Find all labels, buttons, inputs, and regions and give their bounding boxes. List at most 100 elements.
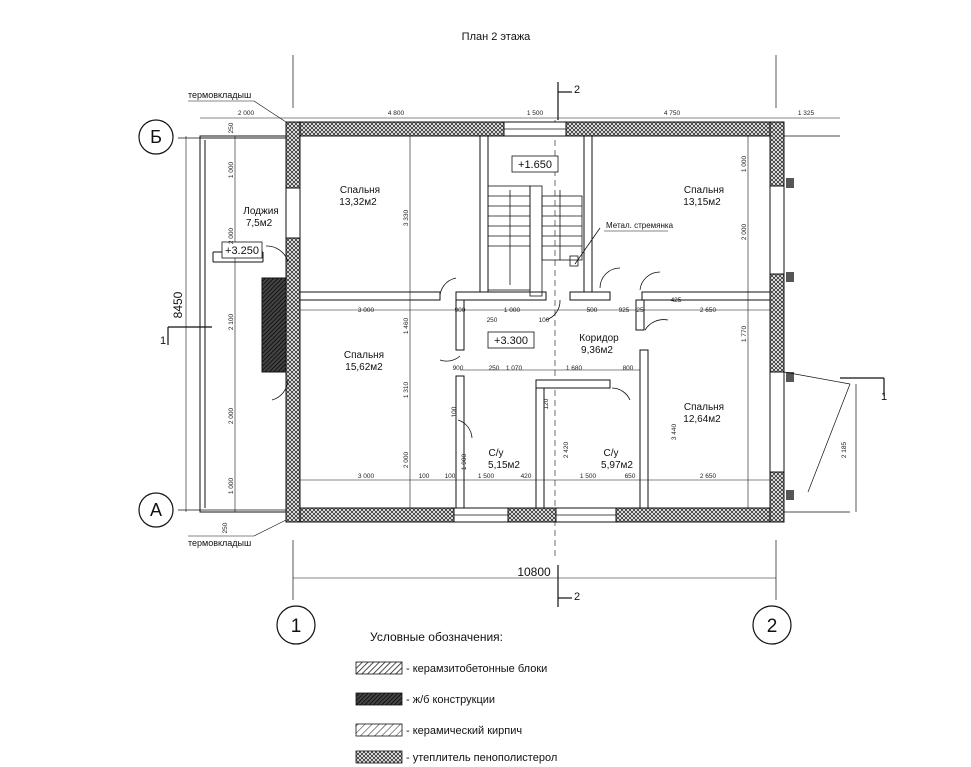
svg-text:2 000: 2 000 bbox=[741, 223, 748, 240]
svg-text:3 000: 3 000 bbox=[358, 473, 375, 480]
svg-text:- керамзитобетонные блоки: - керамзитобетонные блоки bbox=[406, 663, 547, 675]
svg-text:Б: Б bbox=[150, 127, 162, 147]
svg-text:1 900: 1 900 bbox=[461, 453, 468, 470]
svg-text:425: 425 bbox=[671, 297, 682, 304]
svg-text:А: А bbox=[150, 500, 162, 520]
legend-item-ceramic-brick: - керамический кирпич bbox=[355, 723, 522, 737]
loggia-canopy-lines bbox=[783, 135, 857, 513]
right-vertical-dims: 1 000 2 000 1 770 3 440 2 185 bbox=[671, 155, 848, 458]
svg-text:2: 2 bbox=[767, 616, 778, 637]
section-1-left-label: 1 bbox=[160, 335, 166, 347]
overall-width-dim: 10800 bbox=[517, 565, 551, 579]
room-corridor: Коридор 9,36м2 bbox=[579, 333, 619, 356]
svg-text:2 185: 2 185 bbox=[841, 441, 848, 458]
thermo-insert-bottom-label: термовкладыш bbox=[188, 538, 251, 548]
svg-text:3 000: 3 000 bbox=[358, 307, 375, 314]
svg-text:650: 650 bbox=[625, 473, 636, 480]
section-1-right-label: 1 bbox=[881, 391, 887, 403]
svg-text:+3.300: +3.300 bbox=[494, 335, 528, 347]
middle-vertical-dims: 3 330 1 460 1 310 2 000 100 1 900 120 2 … bbox=[403, 209, 570, 470]
svg-text:1 460: 1 460 bbox=[403, 317, 410, 334]
svg-text:5,97м2: 5,97м2 bbox=[601, 460, 633, 471]
svg-text:13,15м2: 13,15м2 bbox=[683, 197, 721, 208]
svg-text:1 310: 1 310 bbox=[403, 381, 410, 398]
level-corridor: +3.300 bbox=[487, 331, 535, 349]
svg-text:2 650: 2 650 bbox=[700, 307, 717, 314]
svg-text:900: 900 bbox=[453, 365, 464, 372]
svg-text:25: 25 bbox=[636, 307, 644, 314]
svg-text:С/у: С/у bbox=[604, 448, 619, 459]
axis-bubble-1: 1 bbox=[276, 605, 316, 645]
svg-text:1 070: 1 070 bbox=[506, 365, 523, 372]
svg-text:900: 900 bbox=[455, 307, 466, 314]
svg-text:- ж/б конструкции: - ж/б конструкции bbox=[406, 694, 495, 706]
svg-text:250: 250 bbox=[228, 122, 235, 133]
svg-text:2 000: 2 000 bbox=[403, 451, 410, 468]
svg-text:15,62м2: 15,62м2 bbox=[345, 362, 383, 373]
svg-text:100: 100 bbox=[451, 406, 458, 417]
room-loggia: Лоджия 7,5м2 bbox=[243, 206, 278, 229]
svg-text:+3.250: +3.250 bbox=[225, 245, 259, 257]
svg-text:1 680: 1 680 bbox=[566, 365, 583, 372]
svg-text:13,32м2: 13,32м2 bbox=[339, 197, 377, 208]
section-marks bbox=[167, 82, 885, 607]
svg-text:100: 100 bbox=[445, 473, 456, 480]
svg-text:Коридор: Коридор bbox=[579, 333, 619, 344]
svg-text:12,64м2: 12,64м2 bbox=[683, 414, 721, 425]
legend-item-polystyrene-insulation: - утеплитель пенополистерол bbox=[355, 750, 557, 764]
level-loggia: +3.250 bbox=[221, 241, 263, 259]
svg-text:120: 120 bbox=[543, 398, 550, 409]
svg-text:925: 925 bbox=[619, 307, 630, 314]
svg-text:Лоджия: Лоджия bbox=[243, 206, 278, 217]
svg-text:Спальня: Спальня bbox=[344, 350, 384, 361]
svg-text:1 000: 1 000 bbox=[741, 155, 748, 172]
room-bedroom-2: Спальня 13,15м2 bbox=[683, 185, 724, 208]
inner-dims-row1: 3 000 900 1 000 500 925 25 2 650 250 100… bbox=[358, 297, 717, 324]
svg-text:500: 500 bbox=[587, 307, 598, 314]
svg-text:- керамический кирпич: - керамический кирпич bbox=[406, 725, 522, 737]
svg-text:Спальня: Спальня bbox=[340, 185, 380, 196]
svg-text:250: 250 bbox=[222, 522, 229, 533]
svg-text:2 000: 2 000 bbox=[228, 407, 235, 424]
door-swings bbox=[265, 245, 669, 439]
axis-bubble-a: А bbox=[138, 492, 174, 528]
svg-text:100: 100 bbox=[539, 317, 550, 324]
room-bathroom-2: С/у 5,97м2 bbox=[601, 448, 633, 471]
svg-text:100: 100 bbox=[419, 473, 430, 480]
svg-text:2 100: 2 100 bbox=[228, 313, 235, 330]
svg-text:- утеплитель пенополистерол: - утеплитель пенополистерол bbox=[406, 752, 557, 764]
axis-lines bbox=[178, 55, 777, 600]
svg-text:2 420: 2 420 bbox=[563, 441, 570, 458]
svg-text:1 500: 1 500 bbox=[478, 473, 495, 480]
inner-dims-row3: 3 000 100 100 1 500 420 1 500 650 2 650 bbox=[358, 473, 717, 480]
top-dim-3: 1 500 bbox=[527, 110, 544, 117]
svg-text:250: 250 bbox=[487, 317, 498, 324]
top-dimensions: 2 000 4 800 1 500 4 750 1 325 bbox=[238, 110, 815, 117]
overall-height-dim: 8450 bbox=[171, 291, 185, 318]
room-bedroom-3: Спальня 15,62м2 bbox=[344, 350, 384, 373]
thermo-insert-top-label: термовкладыш bbox=[188, 90, 251, 100]
legend-item-claydite-blocks: - керамзитобетонные блоки bbox=[355, 661, 547, 675]
top-dim-1: 2 000 bbox=[238, 110, 255, 117]
top-dim-2: 4 800 bbox=[388, 110, 405, 117]
svg-text:1: 1 bbox=[291, 616, 302, 637]
svg-text:9,36м2: 9,36м2 bbox=[581, 345, 613, 356]
staircase bbox=[487, 185, 601, 297]
svg-text:С/у: С/у bbox=[489, 448, 504, 459]
svg-text:800: 800 bbox=[623, 365, 634, 372]
room-bedroom-4: Спальня 12,64м2 bbox=[683, 402, 724, 425]
svg-text:7,5м2: 7,5м2 bbox=[246, 218, 273, 229]
svg-text:1 000: 1 000 bbox=[504, 307, 521, 314]
svg-text:5,15м2: 5,15м2 bbox=[488, 460, 520, 471]
svg-text:2 000: 2 000 bbox=[228, 227, 235, 244]
legend-title: Условные обозначения: bbox=[370, 630, 503, 644]
svg-text:3 440: 3 440 bbox=[671, 423, 678, 440]
svg-text:420: 420 bbox=[521, 473, 532, 480]
svg-text:250: 250 bbox=[489, 365, 500, 372]
level-stair: +1.650 bbox=[511, 155, 559, 173]
dimension-lines bbox=[185, 117, 840, 579]
section-2-top-label: 2 bbox=[574, 84, 580, 96]
legend-item-reinforced-concrete: - ж/б конструкции bbox=[355, 692, 495, 706]
svg-text:1 500: 1 500 bbox=[580, 473, 597, 480]
svg-text:1 000: 1 000 bbox=[228, 161, 235, 178]
